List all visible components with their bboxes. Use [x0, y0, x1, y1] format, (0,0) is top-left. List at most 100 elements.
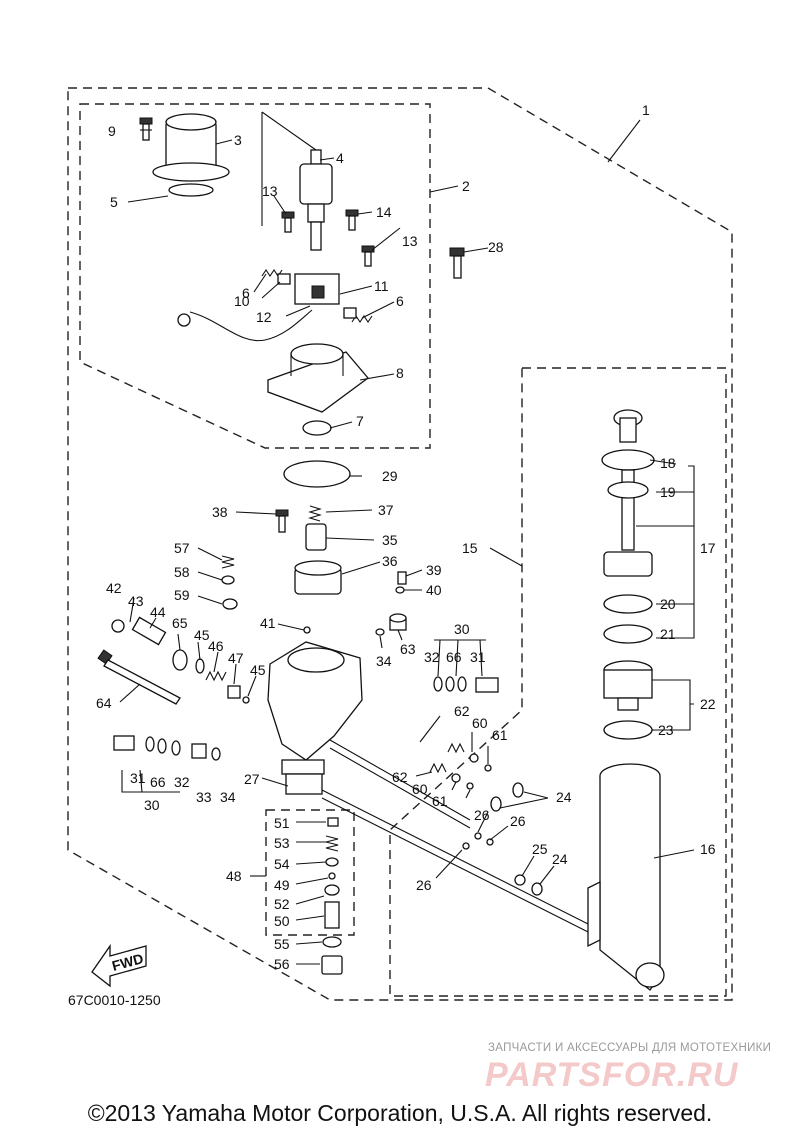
bolt-13a: [281, 211, 295, 233]
callout-66b: 66: [150, 774, 166, 790]
callout-28: 28: [488, 239, 504, 255]
hydraulic-pipes: [321, 739, 601, 939]
plug-56: [321, 955, 343, 975]
piston-47: [227, 685, 241, 699]
callout-64: 64: [96, 695, 112, 711]
callout-18: 18: [660, 455, 676, 471]
cylinder-cap-22: [603, 660, 653, 711]
callout-38: 38: [212, 504, 228, 520]
o-ring-65: [172, 649, 188, 671]
callout-44: 44: [150, 604, 166, 620]
o-ring-23: [603, 720, 653, 740]
callout-13a: 13: [262, 183, 278, 199]
spring-53: [325, 835, 339, 852]
callout-54: 54: [274, 856, 290, 872]
callout-24a: 24: [556, 789, 572, 805]
callout-61b: 61: [432, 793, 448, 809]
brush-10: [277, 273, 291, 285]
fwd-label: FWD: [110, 950, 145, 974]
seat-59: [222, 598, 238, 610]
callout-30a: 30: [454, 621, 470, 637]
pump-drive-shaft: [299, 149, 333, 251]
watermark-logo: PARTSFOR.RU: [485, 1056, 739, 1094]
forward-arrow-icon: FWD: [91, 943, 147, 988]
callout-8: 8: [396, 365, 404, 381]
callout-7: 7: [356, 413, 364, 429]
callout-37: 37: [378, 502, 394, 518]
callout-65: 65: [172, 615, 188, 631]
lead-wire: [177, 309, 313, 342]
callout-56: 56: [274, 956, 290, 972]
valve-43: [131, 616, 167, 646]
o-ring-19: [607, 481, 649, 499]
callout-59: 59: [174, 587, 190, 603]
callout-30b: 30: [144, 797, 160, 813]
motor-screw: [139, 117, 153, 141]
callout-40: 40: [426, 582, 442, 598]
callout-53: 53: [274, 835, 290, 851]
callout-49: 49: [274, 877, 290, 893]
o-ring-24c: [531, 882, 543, 896]
leader-lines: [119, 111, 695, 965]
spring-46: [205, 670, 227, 682]
o-ring-31-left: [145, 736, 155, 752]
watermark-caption: ЗАПЧАСТИ И АКСЕССУАРЫ ДЛЯ МОТОТЕХНИКИ: [488, 1042, 772, 1054]
diagram-code: 67C0010-1250: [68, 992, 161, 1008]
electric-motor: [152, 113, 230, 182]
assembly-boundary: [67, 87, 733, 1001]
callout-33: 33: [196, 789, 212, 805]
spring-62b: [429, 762, 447, 774]
o-ring-45a: [195, 658, 205, 674]
pin-39: [397, 571, 407, 585]
callout-19: 19: [660, 484, 676, 500]
callout-34b: 34: [220, 789, 236, 805]
callout-46: 46: [208, 638, 224, 654]
callout-26a: 26: [474, 807, 490, 823]
callout-32a: 32: [424, 649, 440, 665]
brush-11: [343, 307, 357, 319]
callout-60b: 60: [412, 781, 428, 797]
motor-o-ring: [168, 183, 214, 197]
ball-40: [395, 586, 405, 594]
callout-labels: 1 2 3 4 5 6 6 7 8 9 10 11 12 13 13 14 15…: [96, 102, 716, 972]
callout-26c: 26: [416, 877, 432, 893]
plug-63: [389, 613, 407, 631]
o-ring-52: [324, 884, 340, 896]
spring-62a: [447, 742, 465, 754]
callout-26b: 26: [510, 813, 526, 829]
ball-41: [303, 626, 311, 634]
o-ring-29: [283, 460, 351, 488]
callout-58: 58: [174, 564, 190, 580]
callout-57: 57: [174, 540, 190, 556]
callout-15: 15: [462, 540, 478, 556]
o-ring-45b: [242, 696, 250, 704]
callout-10: 10: [234, 293, 250, 309]
callout-5: 5: [110, 194, 118, 210]
spring-57: [221, 555, 235, 569]
callout-20: 20: [660, 596, 676, 612]
callout-27: 27: [244, 771, 260, 787]
bolt-64: [97, 649, 181, 705]
cylinder-assembly-boundary: [389, 367, 727, 997]
callout-47: 47: [228, 650, 244, 666]
pump-body-27: [267, 641, 363, 795]
o-ring-24b: [490, 796, 502, 812]
callout-43: 43: [128, 593, 144, 609]
ring-26a: [474, 832, 482, 840]
cap-51: [327, 817, 339, 827]
o-ring-20: [603, 594, 653, 614]
oil-seal-7: [302, 420, 332, 436]
callout-12: 12: [256, 309, 272, 325]
callout-22: 22: [700, 696, 716, 712]
plug-33: [191, 743, 207, 759]
o-ring-55: [322, 936, 342, 948]
callout-62a: 62: [454, 703, 470, 719]
motor-base-8: [267, 343, 369, 413]
valve-30-right: [475, 677, 499, 693]
o-ring-31-right: [457, 676, 467, 692]
callout-41: 41: [260, 615, 276, 631]
callout-17: 17: [700, 540, 716, 556]
callout-23: 23: [658, 722, 674, 738]
o-ring-32-right: [433, 676, 443, 692]
